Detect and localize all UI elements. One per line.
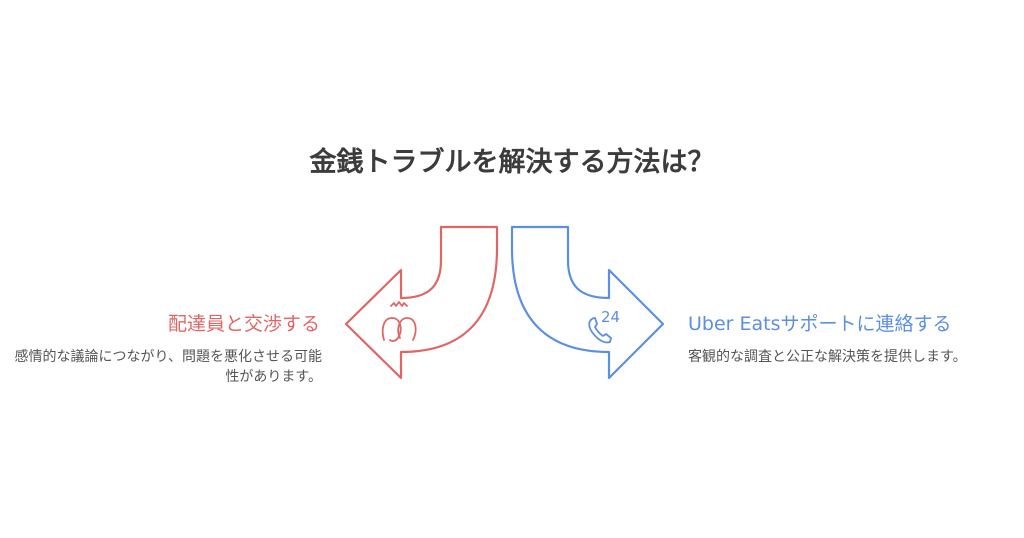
diagram-title: 金銭トラブルを解決する方法は？ — [309, 147, 715, 178]
left-arrow — [344, 225, 499, 380]
option-title-negotiate: 配達員と交渉する — [167, 313, 320, 335]
phone-24-icon: 24 — [588, 308, 620, 344]
people-conflict-icon — [381, 301, 417, 342]
svg-text:24: 24 — [601, 308, 620, 326]
option-title-contact-support: Uber Eatsサポートに連絡する — [688, 313, 952, 335]
option-description-negotiate: 感情的な議論につながり、問題を悪化させる可能性があります。 — [14, 349, 322, 385]
right-arrow: 24 — [510, 225, 665, 380]
option-description-contact-support: 客観的な調査と公正な解決策を提供します。 — [688, 349, 967, 365]
